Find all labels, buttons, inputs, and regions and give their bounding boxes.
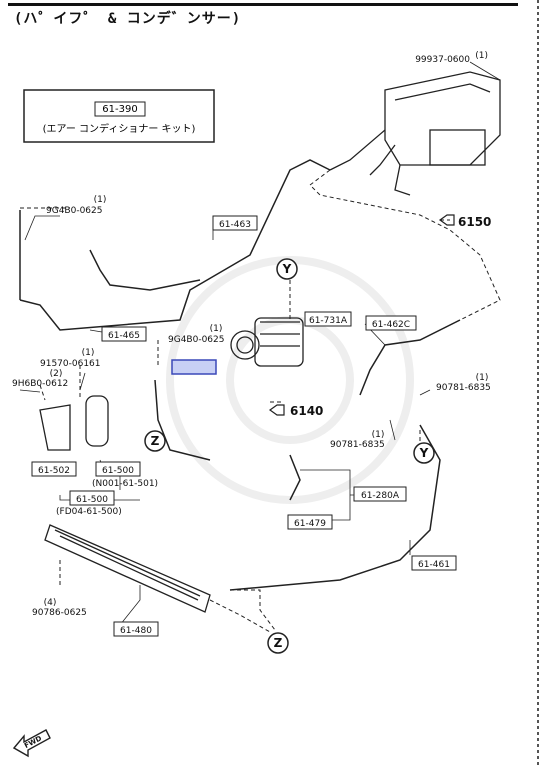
callout-y: Y [282,262,292,276]
part-code-label: 61-502 [38,466,70,476]
condenser [44,524,211,613]
part-spec-label: (FD04-61-500) [56,507,122,517]
part-code-boxes [31,101,457,637]
qty-label: (1) [476,373,489,383]
part-number-label: 90781-6835 [330,440,385,450]
page-title: (ハ゜イフ゜ & コンデ゛ンサー) [14,11,242,27]
compressor [230,317,304,367]
part-number-label: 90786-0625 [32,608,87,618]
qty-label: (2) [50,369,63,379]
selected-part-highlight [171,359,217,375]
qty-label: (1) [475,51,488,61]
page-edge [537,0,539,768]
qty-label: (1) [210,324,223,334]
part-code-label: 61-463 [219,220,251,230]
part-code-label: 61-500 [102,466,134,476]
qty-label: (1) [372,430,385,440]
leader-lines [19,61,501,626]
part-code-label: 61-731A [309,316,348,326]
part-spec-label: (N001-61-501) [92,479,158,489]
part-number-label: 9G4B0-0625 [168,335,224,345]
part-number-label: 9G4B0-0625 [46,206,102,216]
kit-frame [23,89,215,143]
callout-circles [144,258,435,654]
part-code-label: 61-280A [361,491,400,501]
callout-y: Y [419,446,429,460]
evaporator-unit [329,71,501,196]
qty-label: (1) [94,195,107,205]
callout-z: Z [151,434,160,448]
part-code-label: 61-465 [108,331,140,341]
part-code-label: 6150 [458,215,491,229]
part-code-label: 61-500 [76,495,108,505]
part-code-label: 6140 [290,404,323,418]
receiver-drier [39,395,109,451]
fwd-arrow [12,729,51,758]
part-number-label: 99937-0600 [415,55,470,65]
part-number-label: 91570-06161 [40,359,101,369]
part-code-label: 61-462C [372,320,410,330]
kit-caption: (エアー コンディショナー キット) [42,124,196,135]
connector-symbols [268,214,455,416]
part-number-label: 90781-6835 [436,383,491,393]
qty-label: (1) [82,348,95,358]
qty-label: (4) [44,598,57,608]
callout-z: Z [274,636,283,650]
part-code-label: 61-461 [418,560,450,570]
part-code-label: 61-479 [294,519,326,529]
refrigerant-pipes [19,159,461,591]
kit-code: 61-390 [102,103,138,115]
header-rule [8,3,518,6]
part-code-label: 61-480 [120,626,152,636]
part-number-label: 9H6B0-0612 [12,379,68,389]
